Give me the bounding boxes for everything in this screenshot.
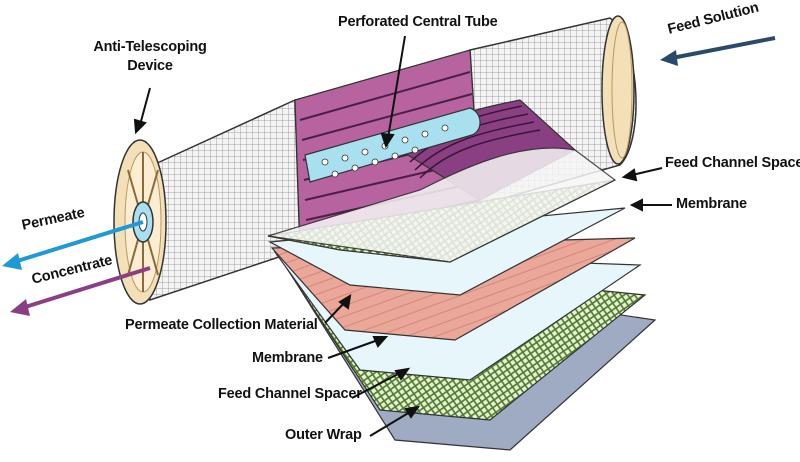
concentrate-arrow — [10, 266, 151, 316]
label-perforated-central-tube: Perforated Central Tube — [338, 14, 498, 30]
label-permeate-collection-material: Permeate Collection Material — [125, 317, 318, 333]
label-feed-channel-spacer-bottom: Feed Channel Spacer — [218, 386, 362, 402]
label-outer-wrap: Outer Wrap — [285, 427, 362, 443]
label-membrane-right: Membrane — [676, 196, 747, 212]
label-membrane-bottom: Membrane — [252, 350, 323, 366]
label-feed-channel-spacer-right: Feed Channel Spacer — [665, 155, 800, 171]
leader-lines — [133, 35, 672, 437]
leaf-fold — [267, 147, 617, 263]
right-end-cap — [601, 15, 635, 165]
label-anti-telescoping-device: Anti-Telescoping Device — [93, 39, 207, 74]
permeate-arrow — [2, 220, 144, 270]
perforated-central-tube — [304, 107, 481, 183]
feed-solution-arrow — [660, 36, 776, 66]
unrolled-layers — [267, 147, 657, 451]
